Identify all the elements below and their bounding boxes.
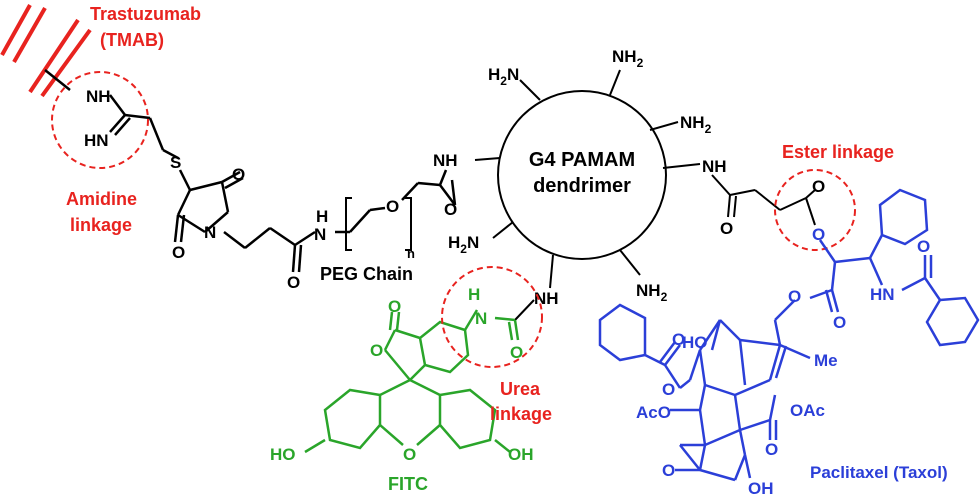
atom-nh-urea: NH [534,289,559,308]
atom-o-ketone: O [765,440,778,459]
antibody-name: Trastuzumab [90,4,201,24]
amidine-bonds [44,69,457,273]
urea-label-line1: Urea [500,379,541,399]
atom-o-peg-carbonyl: O [444,200,457,219]
dendrimer-label-line2: dendrimer [533,175,631,197]
urea-highlight-circle [441,266,543,368]
fitc-bonds [304,309,520,454]
atom-n-succ: N [204,223,216,242]
atom-o-succ-1: O [232,165,245,184]
amidine-label-line2: linkage [70,215,132,235]
taxol-label: Paclitaxel (Taxol) [810,463,948,482]
atom-hn-amidine: HN [84,131,109,150]
atom-o-taxol-ester: O [788,287,801,306]
atom-o-lactone: O [370,341,383,360]
dendrimer-core [497,90,667,260]
atom-o-succ-2: O [172,243,185,262]
atom-o-taxol-carbonyl: O [833,313,846,332]
atom-hn-taxol: HN [870,285,895,304]
atom-o-urea: O [510,343,523,362]
atom-ho-taxol: HO [682,333,708,352]
atom-me-taxol: Me [814,351,838,370]
atom-h-peg: H [316,207,328,226]
atom-o-amide: O [287,273,300,292]
nh2-bottom-right: NH2 [636,281,668,304]
urea-bonds [514,299,535,321]
atom-o-peg: O [386,197,399,216]
atom-nh-amidine: NH [86,87,111,106]
atom-oh-taxol: OH [748,479,774,496]
atom-nh-core-left: NH [433,151,458,170]
atom-n-peg: N [314,225,326,244]
atom-o-benzoate: O [662,380,675,399]
nh2-right: NH2 [680,113,712,136]
atom-o-benzamide: O [917,237,930,256]
atom-h-urea: H [468,285,480,304]
atom-o-xanthene: O [403,445,416,464]
atom-oac-taxol: OAc [790,401,825,420]
nh2-top: NH2 [612,47,644,70]
paclitaxel-bonds [598,188,980,482]
antibody-shape [0,4,92,98]
atom-o-ester-oxygen: O [812,225,825,244]
atom-oh-fitc: OH [508,445,534,464]
atom-o-benzoate-carbonyl: O [672,330,685,349]
dendrimer-label-line1: G4 PAMAM [529,149,635,171]
dendrimer-arms [474,69,816,289]
atom-n-urea: N [475,309,487,328]
urea-label-line2: linkage [490,404,552,424]
ester-label: Ester linkage [782,142,894,162]
atom-o-ester-amide: O [720,219,733,238]
atom-aco-taxol: AcO [636,403,671,422]
atom-o-lactone-carbonyl: O [388,297,401,316]
atom-nh-ester: NH [702,157,727,176]
amidine-highlight-circle [51,71,149,169]
ester-highlight-circle [774,169,856,251]
atom-o-oxetane: O [662,461,675,480]
peg-repeat-n: n [407,246,415,261]
atom-s: S [170,153,181,172]
atom-o-ester-carbonyl: O [812,177,825,196]
amidine-label-line1: Amidine [66,189,137,209]
nh2-top-left: H2N [488,65,519,88]
peg-brackets [345,197,412,251]
peg-chain-label: PEG Chain [320,264,413,284]
fitc-label: FITC [388,474,428,494]
antibody-abbr: (TMAB) [100,30,164,50]
atom-ho-fitc: HO [270,445,296,464]
nh2-bottom-left: H2N [448,233,479,256]
